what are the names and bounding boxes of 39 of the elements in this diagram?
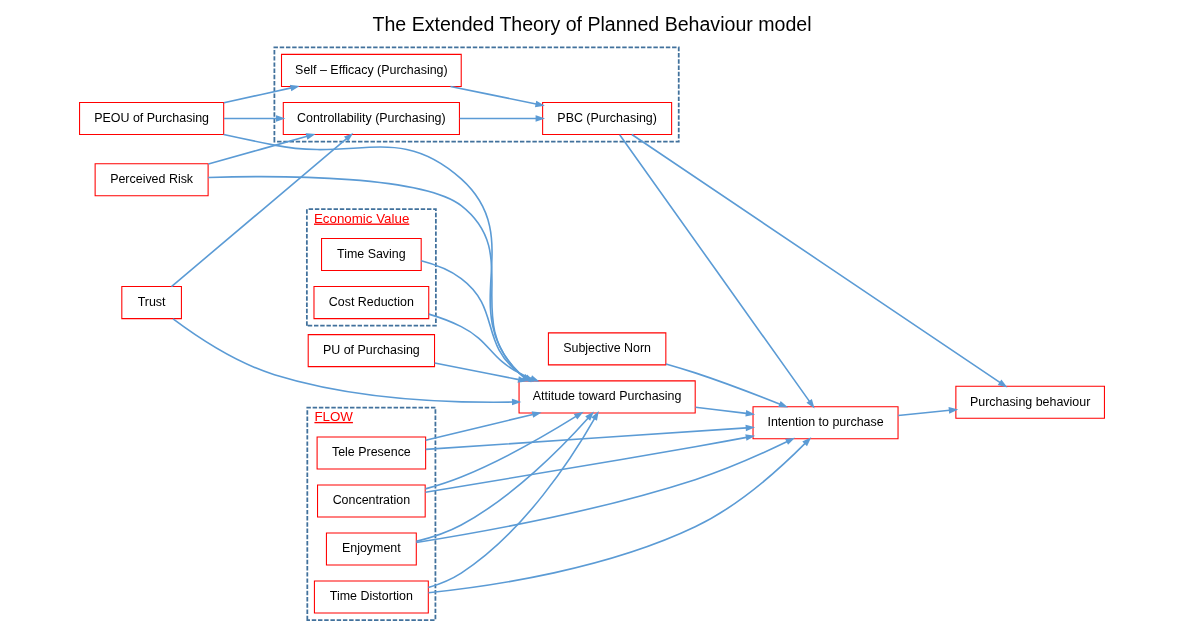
node-box: Tele Presence [316,436,426,470]
node-box: PEOU of Purchasing [78,101,224,135]
node-box: Time Saving [320,238,422,272]
arrow [415,411,594,543]
arrow [415,437,795,544]
arrow [424,411,542,441]
node-box: Controllability (Purchasing) [282,101,460,135]
arrow [207,133,316,165]
node-box: Enjoyment [325,532,417,566]
node-box: PU of Purchasing [307,334,435,368]
arrow [424,434,755,494]
node-box: Self – Efficacy (Purchasing) [280,53,462,87]
arrow [433,362,527,383]
node-box: Trust [120,286,182,320]
arrow [618,134,815,409]
arrow [171,318,521,406]
diagram-title: The Extended Theory of Planned Behaviour model [372,12,811,35]
arrow [458,115,545,122]
node-box: Attitude toward Purchasing [518,380,696,414]
arrow [222,115,285,122]
arrow [664,363,788,408]
arrow [427,437,811,594]
node-box: Perceived Risk [94,163,209,197]
node-box: Purchasing behaviour [954,385,1105,419]
node-box: Cost Reduction [312,286,429,320]
arrow [222,84,300,104]
node-box: Concentration [316,484,426,518]
arrow [896,407,958,417]
arrow [424,424,755,451]
node-box: Time Distortion [313,580,429,614]
node-box: PBC (Purchasing) [541,101,672,135]
arrow [424,411,584,490]
arrow [694,406,755,417]
arrow [630,133,1007,388]
arrow [427,411,599,589]
node-box: Subjective Norn [547,332,666,366]
arrow [449,85,545,108]
arrow [170,133,353,288]
node-box: Intention to purchase [752,406,899,440]
